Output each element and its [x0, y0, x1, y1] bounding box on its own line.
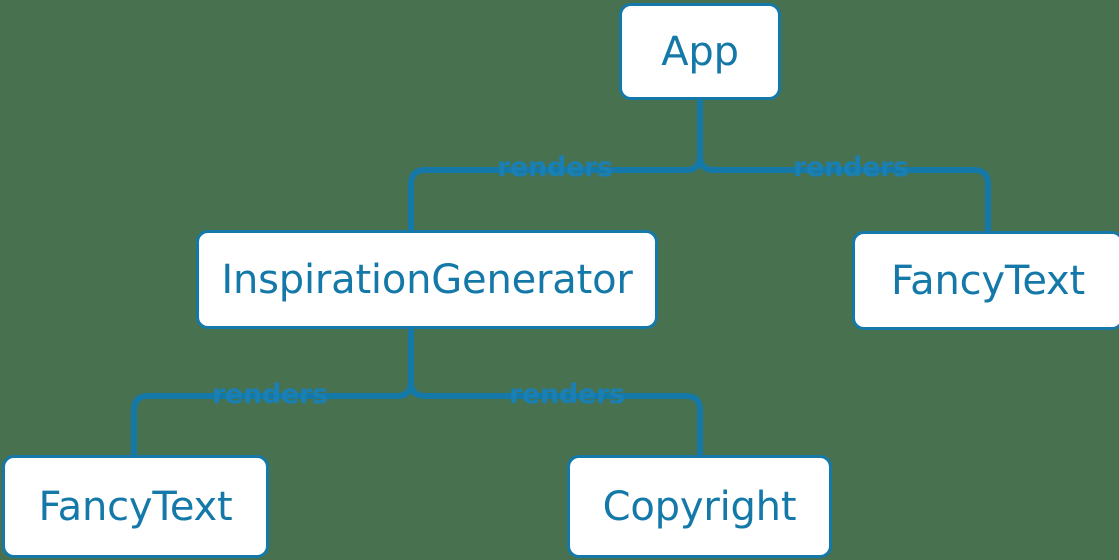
node-fancytext-right-label: FancyText [891, 257, 1085, 304]
node-app[interactable]: App [619, 3, 781, 100]
node-copyright-label: Copyright [602, 483, 797, 530]
edge-app-to-fancytext-right [697, 155, 991, 234]
edge-label-app-to-fancytext: renders [793, 152, 909, 183]
edge-label-inspiration-to-fancytext: renders [212, 379, 328, 410]
node-copyright[interactable]: Copyright [567, 455, 832, 558]
edge-inspiration-to-copyright [408, 381, 703, 458]
node-app-label: App [661, 28, 739, 75]
node-inspiration-generator[interactable]: InspirationGenerator [196, 230, 658, 329]
node-inspiration-generator-label: InspirationGenerator [221, 256, 633, 303]
edge-label-inspiration-to-copyright: renders [509, 379, 625, 410]
node-fancytext-left[interactable]: FancyText [2, 455, 269, 558]
edge-label-app-to-inspiration: renders [497, 152, 613, 183]
node-fancytext-left-label: FancyText [38, 483, 233, 530]
node-fancytext-right[interactable]: FancyText [852, 231, 1119, 330]
